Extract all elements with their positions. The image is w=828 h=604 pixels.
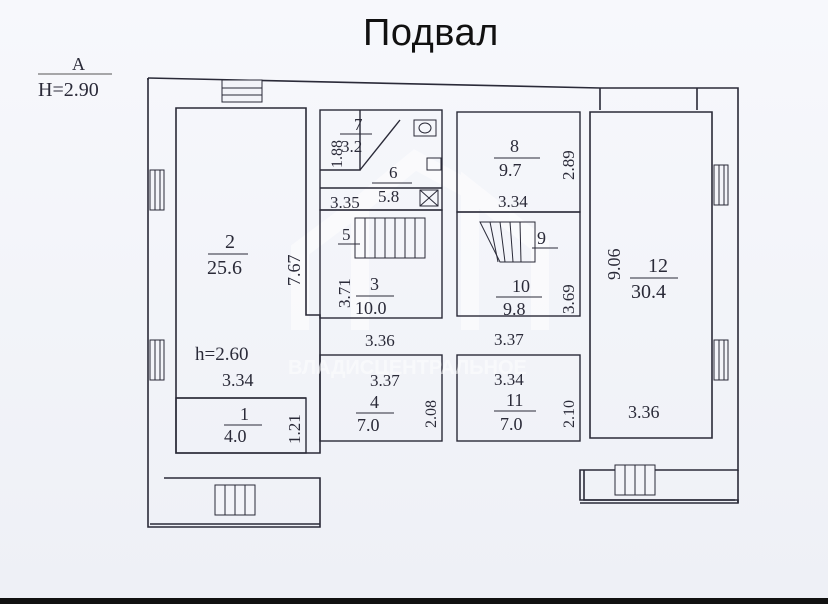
inner-walls	[175, 109, 581, 454]
toilet-icon	[413, 119, 437, 137]
dimension-label: 3.36	[628, 402, 660, 422]
room-5-label: 5	[338, 225, 360, 245]
dimension-label: 3.35	[330, 193, 360, 212]
stairs-right	[479, 221, 536, 263]
room-number: 1	[240, 404, 249, 424]
dimension-label: 2.10	[561, 400, 578, 428]
room-number: 6	[389, 163, 398, 182]
dimensions: 7.67 h=2.60 3.34 1.21 1.88 3.35 3.71 3.3…	[195, 140, 660, 444]
section-marker: A H=2.90	[38, 54, 112, 101]
section-height: H=2.90	[38, 79, 99, 101]
dimension-label: 2.89	[559, 150, 578, 180]
room-10-label: 10 9.8	[496, 276, 542, 319]
room-area: 7.0	[500, 414, 523, 434]
room-area: 3.2	[341, 137, 362, 156]
boiler-icon	[419, 189, 439, 207]
room-area: 25.6	[207, 257, 242, 279]
section-letter: A	[72, 54, 85, 74]
room-9-label: 9	[532, 228, 558, 249]
stairs-left	[354, 217, 426, 259]
dimension-label: h=2.60	[195, 344, 248, 365]
page-title: Подвал	[363, 12, 499, 54]
room-number: 11	[506, 390, 523, 410]
room-12-label: 12 30.4	[630, 255, 678, 303]
watermark-logo	[291, 149, 549, 330]
room-area: 7.0	[357, 415, 380, 435]
dimension-label: 2.08	[423, 400, 440, 428]
room-number: 5	[342, 225, 351, 244]
sink-icon	[426, 157, 442, 171]
room-2-label: 2 25.6	[207, 231, 248, 279]
room-number: 10	[512, 276, 530, 296]
dimension-label: 7.67	[284, 255, 304, 287]
room-number: 8	[510, 136, 519, 156]
room-number: 2	[225, 231, 235, 253]
dimension-label: 9.06	[604, 249, 624, 281]
dimension-label: 3.69	[559, 284, 578, 314]
dimension-label: 1.21	[285, 414, 304, 444]
room-area: 9.8	[503, 299, 526, 319]
room-3-label: 3 10.0	[355, 274, 394, 318]
dimension-label: 3.34	[494, 370, 524, 389]
room-area: 4.0	[224, 426, 247, 446]
room-number: 12	[648, 255, 668, 277]
dimension-label: 3.34	[498, 192, 528, 211]
room-7-label: 7 3.2	[340, 115, 372, 156]
room-number: 3	[370, 274, 379, 294]
windows	[149, 79, 729, 516]
room-8-label: 8 9.7	[494, 136, 540, 180]
bottom-edge-bar	[0, 598, 828, 604]
dimension-label: 3.37	[494, 330, 524, 349]
room-1-label: 1 4.0	[224, 404, 262, 446]
room-11-label: 11 7.0	[494, 390, 536, 434]
room-area: 30.4	[631, 281, 666, 303]
room-number: 7	[354, 115, 363, 134]
room-area: 10.0	[355, 298, 387, 318]
room-number: 9	[537, 228, 546, 248]
dimension-label: 3.37	[370, 371, 400, 390]
dimension-label: 3.34	[222, 370, 254, 390]
dimension-label: 3.71	[335, 278, 354, 308]
room-number: 4	[370, 392, 379, 412]
dimension-label: 3.36	[365, 331, 395, 350]
room-area: 5.8	[378, 187, 399, 206]
watermark-text: ВЛАДИСЦЕНТРАЛЬНОЕ	[288, 357, 527, 379]
room-area: 9.7	[499, 160, 522, 180]
room-4-label: 4 7.0	[356, 392, 394, 435]
room-6-label: 6 5.8	[372, 163, 412, 206]
dimension-label: 1.88	[329, 140, 346, 168]
